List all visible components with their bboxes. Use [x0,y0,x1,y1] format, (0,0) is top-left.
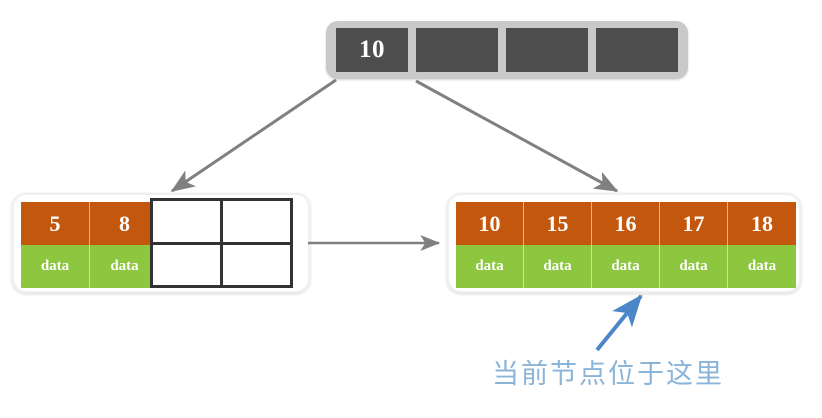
right-leaf-key-4: 18 [728,202,796,245]
right-leaf-cells: 10 data 15 data 16 data 17 data 18 data [456,202,796,288]
left-leaf-empty-slots [150,198,293,288]
right-leaf-key-0: 10 [456,202,524,245]
right-leaf-key-2: 16 [592,202,660,245]
left-leaf-empty-key-3[interactable] [223,201,290,242]
left-leaf-key-1: 8 [90,202,159,245]
left-leaf-data-1: data [90,245,159,288]
right-leaf-entry-2[interactable]: 16 data [592,202,660,288]
root-slot-1[interactable] [416,28,498,72]
root-to-left-leaf-arrow [170,78,337,193]
annotation-label: 当前节点位于这里 [492,359,724,390]
left-leaf-cells: 5 data 8 data [21,202,159,288]
right-leaf-node[interactable]: 10 data 15 data 16 data 17 data 18 data [447,193,801,293]
left-leaf-key-0: 5 [21,202,90,245]
left-leaf-entry-1[interactable]: 8 data [90,202,159,288]
root-slot-2[interactable] [506,28,588,72]
right-leaf-entry-4[interactable]: 18 data [728,202,796,288]
left-leaf-empty-key-2[interactable] [153,201,220,242]
right-leaf-key-3: 17 [660,202,728,245]
annotation-pointer-arrow [595,294,643,352]
right-leaf-data-3: data [660,245,728,288]
left-leaf-empty-data-3[interactable] [223,244,290,285]
left-leaf-empty-data-2[interactable] [153,244,220,285]
right-leaf-entry-1[interactable]: 15 data [524,202,592,288]
right-leaf-data-1: data [524,245,592,288]
right-leaf-data-4: data [728,245,796,288]
right-leaf-data-2: data [592,245,660,288]
root-internal-node[interactable]: 10 [326,21,688,79]
right-leaf-key-1: 15 [524,202,592,245]
right-leaf-entry-3[interactable]: 17 data [660,202,728,288]
right-leaf-data-0: data [456,245,524,288]
root-slot-3[interactable] [596,28,678,72]
root-to-right-leaf-arrow [415,79,619,193]
left-leaf-data-0: data [21,245,90,288]
right-leaf-entry-0[interactable]: 10 data [456,202,524,288]
left-leaf-entry-0[interactable]: 5 data [21,202,90,288]
root-slot-0[interactable]: 10 [336,28,408,72]
